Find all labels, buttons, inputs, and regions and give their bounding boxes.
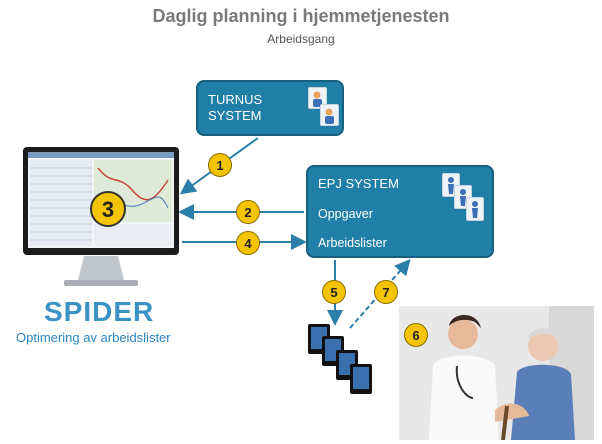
turnus-system-label: TURNUS SYSTEM xyxy=(208,92,263,123)
person-card-icon xyxy=(320,104,339,126)
step-badge-7: 7 xyxy=(374,280,398,304)
step-badge-2: 2 xyxy=(236,200,260,224)
page-title: Daglig planning i hjemmetjenesten xyxy=(152,6,450,26)
tablets-illustration xyxy=(308,324,372,394)
epj-system-title: EPJ SYSTEM xyxy=(318,176,399,191)
spider-subtitle: Optimering av arbeidslister xyxy=(16,330,171,345)
turnus-system-box: TURNUS SYSTEM xyxy=(196,80,344,136)
epj-system-box: EPJ SYSTEM Oppgaver Arbeidslister xyxy=(306,165,494,258)
person-card-icon xyxy=(308,87,327,109)
spider-logo-text: SPIDER xyxy=(44,296,155,327)
step-badge-4: 4 xyxy=(236,231,260,255)
step-badge-1: 1 xyxy=(208,153,232,177)
epj-item-oppgaver: Oppgaver xyxy=(318,207,373,221)
patient-card-icon xyxy=(466,197,484,221)
care-photo xyxy=(399,306,594,440)
step-badge-6: 6 xyxy=(404,323,428,347)
step-badge-3: 3 xyxy=(90,191,126,227)
epj-item-arbeidslister: Arbeidslister xyxy=(318,236,387,250)
step-badge-5: 5 xyxy=(322,280,346,304)
page-subtitle: Arbeidsgang xyxy=(267,32,335,46)
